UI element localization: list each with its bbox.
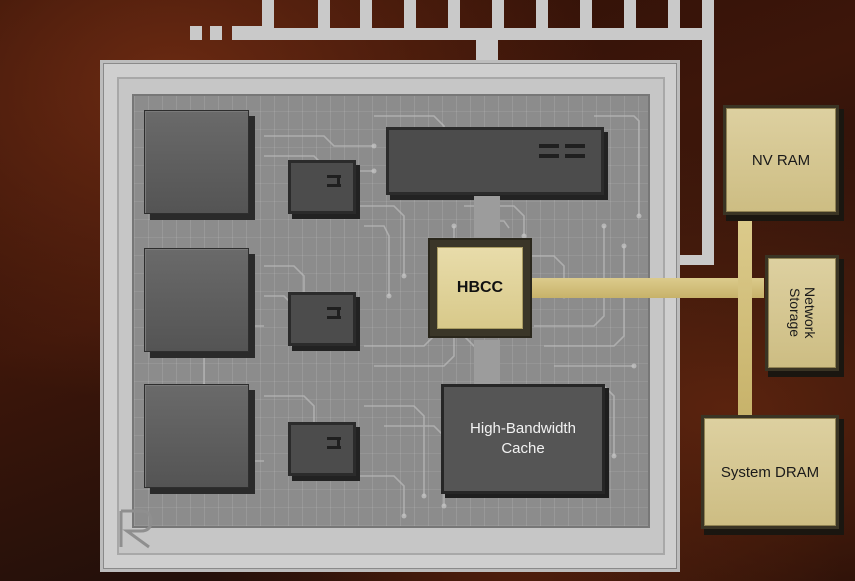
system-dram-label: System DRAM (720, 463, 820, 481)
small-block-3 (288, 422, 356, 476)
system-dram-box: System DRAM (704, 418, 836, 526)
network-storage-box: Network Storage (768, 258, 836, 368)
hbcc-label: HBCC (437, 247, 523, 329)
nv-ram-box: NV RAM (726, 108, 836, 212)
radeon-logo (113, 507, 157, 549)
hbc-label-line2: Cache (501, 440, 545, 457)
high-bandwidth-cache-block: High-Bandwidth Cache (441, 384, 605, 494)
compute-block-2 (144, 248, 249, 352)
hbcc-chip: HBCC (428, 238, 532, 338)
nv-ram-label: NV RAM (751, 151, 811, 169)
network-storage-label: Network Storage (787, 287, 818, 339)
small-block-1 (288, 160, 356, 214)
hbcc-lower-link (474, 340, 500, 384)
r-logo-icon (119, 509, 153, 549)
io-controller-block (386, 127, 604, 195)
hbcc-vertical-link (474, 196, 500, 238)
small-block-2 (288, 292, 356, 346)
hbc-label-line1: High-Bandwidth (470, 420, 576, 437)
compute-block-1 (144, 110, 249, 214)
compute-block-3 (144, 384, 249, 488)
